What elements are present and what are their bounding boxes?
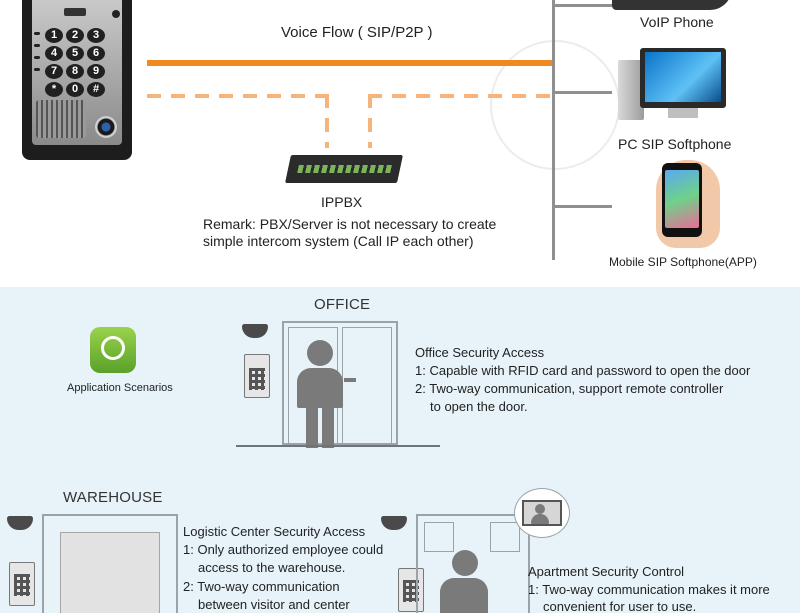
mini-intercom-keypad: [249, 368, 265, 390]
side-button: [34, 68, 40, 71]
mobile-softphone-label: Mobile SIP Softphone(APP): [609, 255, 757, 269]
office-line-2: 2: Two-way communication, support remote…: [415, 381, 724, 396]
card-reader-icon: [64, 8, 86, 16]
warehouse-line-1: 1: Only authorized employee could: [183, 542, 384, 557]
keypad-key: 2: [66, 28, 84, 43]
remark-line-1: Remark: PBX/Server is not necessary to c…: [203, 216, 497, 232]
office-floor-line: [236, 445, 440, 447]
office-door-frame: [282, 321, 398, 445]
warehouse-frame: [42, 514, 178, 613]
intercom-keypad: 1 2 3 4 5 6 7 8 9 * 0 #: [45, 28, 107, 97]
keypad-key: *: [45, 82, 63, 97]
speaker-grille: [36, 100, 86, 138]
person-body: [297, 368, 343, 408]
smartphone-screen: [665, 170, 699, 228]
monitor-person-body: [531, 514, 549, 524]
dome-camera-icon: [242, 324, 268, 338]
camera-lens-icon: [95, 116, 117, 138]
indicator-led-icon: [112, 10, 120, 18]
door-handle-icon: [344, 378, 356, 382]
voip-phone-label: VoIP Phone: [640, 14, 714, 30]
warehouse-line-1-cont: access to the warehouse.: [198, 560, 346, 575]
pbx-link-dashed-right: [368, 94, 552, 98]
person-head: [307, 340, 333, 366]
application-scenarios-label: Application Scenarios: [67, 382, 173, 394]
apartment-window: [424, 522, 454, 552]
network-backbone-line: [552, 0, 555, 260]
mini-intercom-keypad: [14, 574, 30, 596]
keypad-key: 8: [66, 64, 84, 79]
voice-flow-line: [147, 60, 552, 66]
mini-intercom-icon: [398, 568, 424, 612]
voip-phone-icon: [612, 0, 732, 10]
side-button: [34, 32, 40, 35]
office-title: OFFICE: [314, 296, 371, 313]
pbx-link-dashed-right-down: [368, 94, 372, 148]
keypad-key: 4: [45, 46, 63, 61]
backbone-branch-pc: [552, 91, 612, 94]
apartment-building-frame: [416, 514, 530, 613]
pc-monitor-screen: [645, 52, 721, 102]
warehouse-heading: Logistic Center Security Access: [183, 524, 366, 539]
person-leg: [306, 406, 318, 448]
backbone-branch-mobile: [552, 205, 612, 208]
keypad-key: 5: [66, 46, 84, 61]
office-line-1: 1: Capable with RFID card and password t…: [415, 363, 751, 378]
dome-camera-icon: [381, 516, 407, 530]
pc-monitor-stand: [668, 108, 698, 118]
side-button: [34, 44, 40, 47]
backbone-branch-voip: [552, 4, 612, 7]
keypad-key: 3: [87, 28, 105, 43]
visitor-head: [452, 550, 478, 576]
apartment-line-1-cont: convenient for user to use.: [543, 599, 697, 613]
pbx-link-dashed-left-down: [325, 94, 329, 148]
keypad-key: 1: [45, 28, 63, 43]
ippbx-ports: [297, 165, 393, 173]
mini-intercom-keypad: [403, 580, 419, 602]
visitor-body: [440, 578, 488, 613]
network-diagram-section: 1 2 3 4 5 6 7 8 9 * 0 # Voice Flow ( SIP…: [0, 0, 800, 287]
pc-tower-icon: [618, 60, 644, 120]
apartment-window: [490, 522, 520, 552]
keypad-key: 0: [66, 82, 84, 97]
intercom-side-buttons: [34, 32, 40, 71]
office-heading: Office Security Access: [415, 345, 545, 360]
warehouse-title: WAREHOUSE: [63, 489, 163, 506]
keypad-key: 9: [87, 64, 105, 79]
app-icon-emblem: [101, 336, 125, 360]
office-line-2-cont: to open the door.: [430, 399, 528, 414]
remark-line-2: simple intercom system (Call IP each oth…: [203, 233, 474, 249]
apartment-heading: Apartment Security Control: [528, 564, 685, 579]
side-button: [34, 56, 40, 59]
warehouse-line-2-cont: between visitor and center: [198, 597, 350, 612]
voice-flow-label: Voice Flow ( SIP/P2P ): [281, 24, 433, 41]
warehouse-line-2: 2: Two-way communication: [183, 579, 340, 594]
keypad-key: #: [87, 82, 105, 97]
office-door-right-panel: [342, 327, 392, 445]
apartment-line-1: 1: Two-way communication makes it more: [528, 582, 770, 597]
pc-softphone-label: PC SIP Softphone: [618, 136, 732, 152]
dome-camera-icon: [7, 516, 33, 530]
ippbx-label: IPPBX: [321, 194, 363, 210]
keypad-key: 6: [87, 46, 105, 61]
monitor-person-head: [535, 504, 545, 514]
person-leg: [322, 406, 334, 448]
pbx-link-dashed-left: [147, 94, 329, 98]
warehouse-door: [60, 532, 160, 613]
keypad-key: 7: [45, 64, 63, 79]
